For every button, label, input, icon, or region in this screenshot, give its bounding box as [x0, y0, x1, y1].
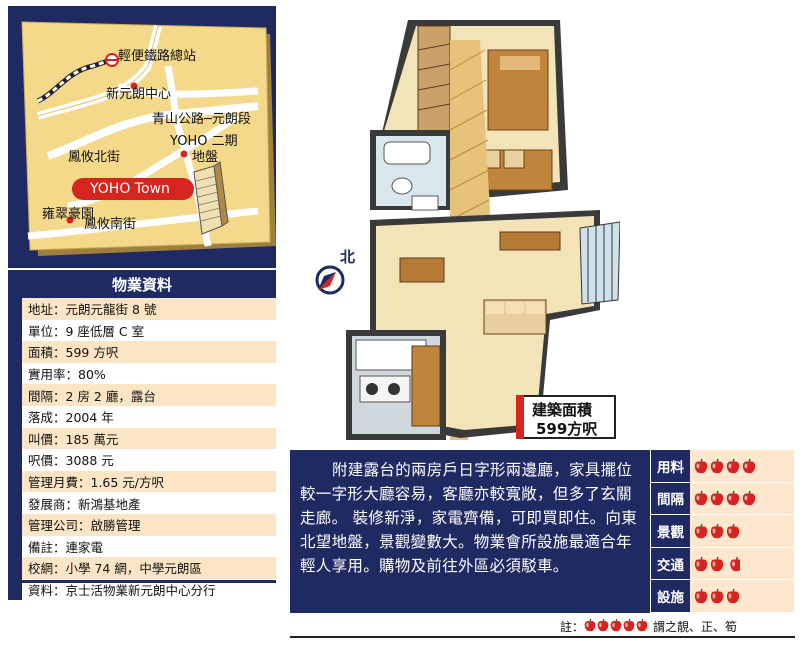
- info-row-unit: 單位：9 座低層 C 室: [8, 319, 276, 342]
- info-row-school-net: 校網：小學 74 網，中學元朗區: [8, 557, 276, 579]
- info-text: 管理月費：1.65 元/方呎: [28, 475, 165, 491]
- info-title: 物業資料: [8, 270, 276, 298]
- note-rule: [290, 636, 795, 638]
- info-row-efficiency: 實用率：80%: [8, 362, 276, 385]
- map-label-lrt-terminus: 輕便鐵路總站: [118, 49, 197, 64]
- description-text: 附建露台的兩房戶日字形兩邊廳，家具擺位較一字形大廳容易，客廳亦較寬敞，但多了玄關…: [290, 450, 650, 613]
- info-row-developer: 發展商：新鴻基地產: [8, 492, 276, 514]
- info-text: 面積：599 方呎: [28, 345, 119, 361]
- info-bottom-rule: [8, 580, 276, 583]
- map-graphic: [21, 21, 276, 256]
- compass-north-label: 北: [340, 248, 356, 266]
- rating-apples: [690, 482, 794, 515]
- apple-icon: [710, 523, 724, 539]
- rating-row: 用料: [651, 450, 794, 483]
- apple-icon: [710, 556, 724, 571]
- note-suffix: 謂之靚、正、筍: [653, 620, 738, 634]
- rating-label: 用料: [651, 450, 690, 482]
- note-apples: [584, 618, 649, 635]
- info-text: 間隔：2 房 2 廳，露台: [28, 388, 156, 404]
- info-row-asking-price: 叫價：185 萬元: [8, 427, 276, 450]
- info-row-price-per-sqft: 呎價：3088 元: [8, 449, 276, 471]
- rating-note: 註： 謂之靚、正、筍: [560, 618, 737, 635]
- info-text: 呎價：3088 元: [28, 453, 114, 469]
- area-callout: 建築面積 599方呎: [516, 395, 616, 439]
- rating-label: 間隔: [651, 482, 690, 515]
- map-label-castle-peak-road: 青山公路─元朗段: [152, 112, 251, 127]
- rating-label: 交通: [651, 547, 690, 580]
- rating-row: 交通: [651, 547, 794, 581]
- rating-row: 設施: [651, 580, 794, 613]
- info-row-source: 資料：京士活物業新元朗中心分行: [8, 578, 276, 601]
- apple-icon: [694, 556, 708, 571]
- info-row-layout: 間隔：2 房 2 廳，露台: [8, 384, 276, 406]
- apple-icon: [710, 458, 724, 474]
- info-table: 地址：元朗元龍街 8 號 單位：9 座低層 C 室 面積：599 方呎 實用率：…: [8, 298, 276, 601]
- info-row-remarks: 備註：連家電: [8, 535, 276, 558]
- info-row-completion: 落成：2004 年: [8, 405, 276, 428]
- map-label-fung-yau-south: 鳳攸南街: [84, 217, 137, 232]
- info-row-area: 面積：599 方呎: [8, 341, 276, 363]
- info-text: 發展商：新鴻基地產: [28, 496, 141, 512]
- info-text: 資料：京士活物業新元朗中心分行: [28, 583, 216, 599]
- ratings-table: 用料間隔景觀交通設施: [651, 450, 794, 613]
- info-row-management-company: 管理公司：啟勝管理: [8, 513, 276, 536]
- apple-icon: [726, 458, 740, 474]
- callout-accent: [516, 395, 524, 439]
- apple-icon: [726, 523, 740, 539]
- area-value: 599方呎: [536, 420, 598, 438]
- apple-icon: [742, 458, 756, 474]
- apple-icon: [726, 491, 740, 506]
- map-label-ung-chui-garden: 雍翠豪園: [42, 207, 95, 222]
- map-label-fung-yau-north: 鳳攸北街: [68, 150, 121, 165]
- location-map: 輕便鐵路總站 新元朗中心 青山公路─元朗段 YOHO 二期 地盤 鳳攸北街 YO…: [8, 6, 276, 268]
- note-prefix: 註：: [560, 620, 585, 634]
- rating-apples: [690, 547, 794, 580]
- apple-icon: [694, 588, 708, 604]
- apple-icon: [610, 618, 622, 632]
- floor-plan: [315, 20, 620, 440]
- info-text: 備註：連家電: [28, 539, 104, 555]
- apple-icon: [710, 491, 724, 506]
- apple-icon: [623, 618, 635, 632]
- map-label-yuen-long-centre: 新元朗中心: [106, 87, 172, 102]
- apple-icon: [584, 618, 596, 632]
- rating-row: 間隔: [651, 482, 794, 516]
- info-text: 單位：9 座低層 C 室: [28, 323, 145, 339]
- info-text: 實用率：80%: [28, 367, 106, 383]
- apple-icon: [694, 523, 708, 539]
- rating-label: 設施: [651, 580, 690, 612]
- rating-apples: [690, 450, 794, 482]
- apple-icon: [636, 618, 648, 632]
- info-text: 管理公司：啟勝管理: [28, 518, 141, 534]
- info-text: 落成：2004 年: [28, 410, 114, 426]
- rating-label: 景觀: [651, 515, 690, 547]
- map-label-yoho-town: YOHO Town: [90, 181, 170, 197]
- apple-icon: [730, 556, 740, 571]
- info-row-management-fee: 管理月費：1.65 元/方呎: [8, 470, 276, 493]
- area-title: 建築面積: [532, 401, 593, 419]
- apple-icon: [726, 588, 740, 604]
- info-text: 叫價：185 萬元: [28, 431, 119, 447]
- info-text: 校網：小學 74 網，中學元朗區: [28, 561, 202, 577]
- info-row-address: 地址：元朗元龍街 8 號: [8, 298, 276, 320]
- apple-icon: [710, 588, 724, 604]
- rating-apples: [690, 580, 794, 612]
- apple-icon: [694, 458, 708, 474]
- apple-icon: [694, 491, 708, 506]
- map-label-yoho-phase2-site: 地盤: [192, 150, 219, 165]
- rating-apples: [690, 515, 794, 547]
- map-label-yoho-phase2: YOHO 二期: [170, 134, 238, 149]
- apple-icon: [742, 491, 756, 506]
- info-text: 地址：元朗元龍街 8 號: [28, 302, 157, 318]
- apple-icon: [597, 618, 609, 632]
- rating-row: 景觀: [651, 515, 794, 548]
